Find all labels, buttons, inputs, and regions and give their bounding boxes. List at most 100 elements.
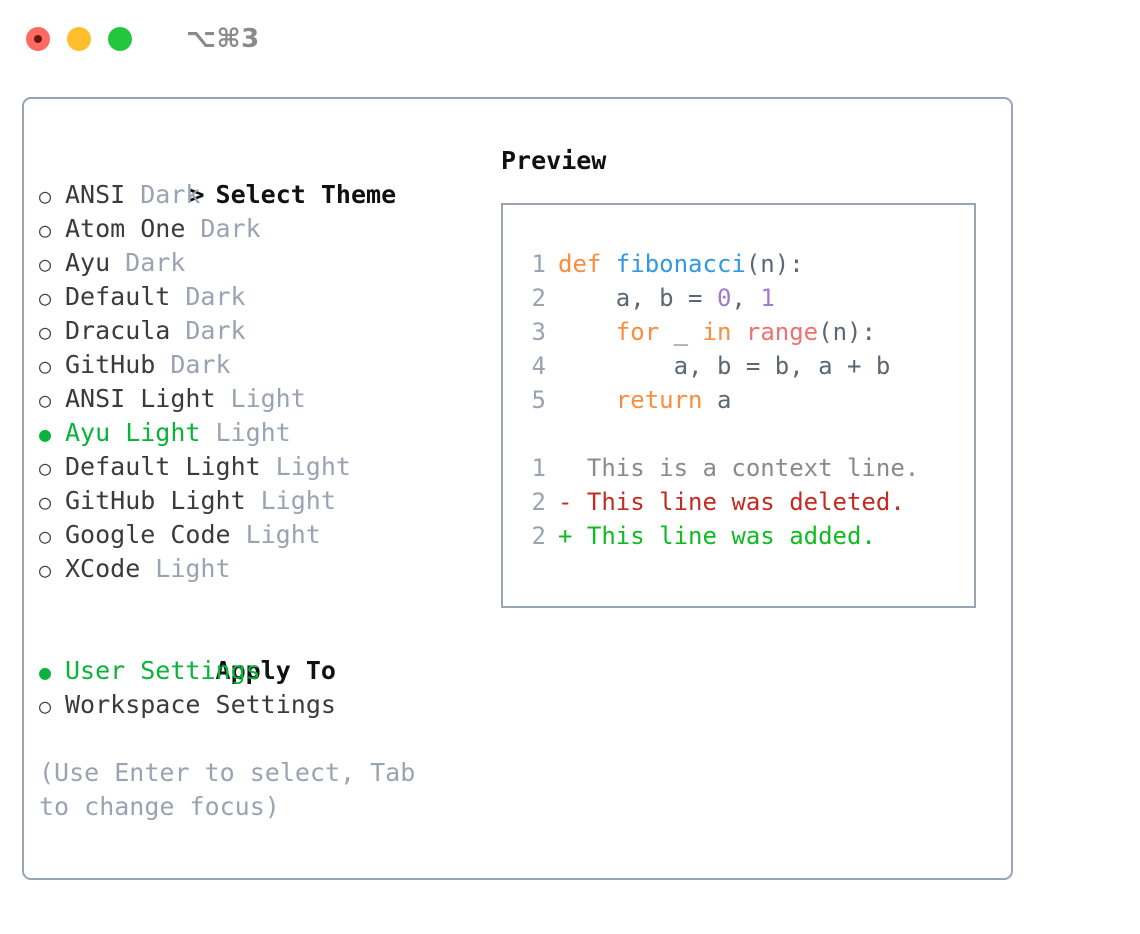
theme-option-github[interactable]: ○ GitHub Dark: [39, 348, 479, 382]
theme-option-ayu-light[interactable]: ● Ayu Light Light: [39, 416, 479, 450]
code-line: 2 a, b = 0, 1: [518, 281, 974, 315]
keyboard-shortcut-label: ⌥⌘3: [186, 24, 260, 54]
diff-line-content: - This line was deleted.: [558, 488, 905, 516]
line-number: 4: [531, 352, 546, 380]
theme-option-ansi[interactable]: ○ ANSI Dark: [39, 178, 479, 212]
code-token-kw: for: [615, 318, 660, 346]
line-number: 1: [531, 250, 546, 278]
radio-unselected-icon: ○: [39, 354, 52, 378]
theme-option-label: ANSI: [65, 180, 126, 209]
code-line-content: return a: [558, 383, 732, 417]
diff-line-del: 2- This line was deleted.: [518, 485, 974, 519]
code-line: 3 for _ in range(n):: [518, 315, 974, 349]
code-blank-line: [518, 417, 974, 451]
code-token-fn: fibonacci: [615, 250, 746, 278]
code-line-content: def fibonacci(n):: [558, 247, 804, 281]
theme-variant-tag: Light: [155, 554, 231, 583]
caret-icon: >: [189, 180, 205, 209]
code-token-kw: in: [702, 318, 732, 346]
theme-option-xcode[interactable]: ○ XCode Light: [39, 552, 479, 586]
diff-sample: 1 This is a context line.2- This line wa…: [518, 451, 974, 553]
radio-unselected-icon: ○: [39, 524, 52, 548]
theme-variant-tag: Light: [245, 520, 321, 549]
code-line-content: a, b = b, a + b: [558, 349, 891, 383]
code-line: 5 return a: [518, 383, 974, 417]
apply-to-heading-label: Apply To: [215, 656, 336, 685]
code-token-plain: a, b = b, a + b: [558, 352, 891, 380]
radio-unselected-icon: ○: [39, 456, 52, 480]
apply-to-option-label: User Settings: [65, 656, 261, 685]
theme-option-atom-one[interactable]: ○ Atom One Dark: [39, 212, 479, 246]
theme-variant-tag: Light: [215, 418, 291, 447]
line-number: 2: [531, 522, 546, 550]
radio-unselected-icon: ○: [39, 694, 52, 718]
radio-unselected-icon: ○: [39, 286, 52, 310]
theme-variant-tag: Dark: [185, 282, 246, 311]
code-token-kw: def: [558, 250, 616, 278]
theme-variant-tag: Light: [275, 452, 351, 481]
theme-option-label: Atom One: [65, 214, 186, 243]
code-token-plain: a, b =: [558, 284, 717, 312]
radio-selected-icon: ●: [39, 660, 52, 684]
theme-variant-tag: Dark: [125, 248, 186, 277]
close-window-button[interactable]: [26, 27, 50, 51]
theme-option-label: GitHub Light: [65, 486, 246, 515]
code-line-content: a, b = 0, 1: [558, 281, 775, 315]
line-number: 1: [531, 454, 546, 482]
select-theme-heading-label: Select Theme: [215, 180, 397, 209]
code-token-builtin: range: [745, 318, 819, 346]
minimize-window-button[interactable]: [67, 27, 91, 51]
radio-unselected-icon: ○: [39, 490, 52, 514]
select-theme-heading: > Select Theme: [39, 144, 479, 209]
code-line: 4 a, b = b, a + b: [518, 349, 974, 383]
code-token-kw: return: [615, 386, 703, 414]
code-token-plain: (n):: [818, 318, 876, 346]
radio-unselected-icon: ○: [39, 218, 52, 242]
radio-unselected-icon: ○: [39, 252, 52, 276]
apply-to-options-list: ● User Settings ○ Workspace Settings: [39, 654, 479, 722]
maximize-window-button[interactable]: [108, 27, 132, 51]
line-number: 3: [531, 318, 546, 346]
code-token-plain: [558, 386, 616, 414]
line-number: 5: [531, 386, 546, 414]
theme-option-default[interactable]: ○ Default Dark: [39, 280, 479, 314]
code-token-plain: (n):: [745, 250, 804, 278]
code-line-content: for _ in range(n):: [558, 315, 876, 349]
apply-to-option-user-settings[interactable]: ● User Settings: [39, 654, 479, 688]
radio-unselected-icon: ○: [39, 558, 52, 582]
theme-option-label: ANSI Light: [65, 384, 216, 413]
code-token-num: 1: [760, 284, 775, 312]
diff-line-ctx: 1 This is a context line.: [518, 451, 974, 485]
radio-unselected-icon: ○: [39, 388, 52, 412]
theme-option-label: Default: [65, 282, 171, 311]
theme-variant-tag: Dark: [170, 350, 231, 379]
theme-variant-tag: Dark: [140, 180, 201, 209]
radio-unselected-icon: ○: [39, 184, 52, 208]
theme-option-label: GitHub: [65, 350, 156, 379]
apply-to-option-workspace-settings[interactable]: ○ Workspace Settings: [39, 688, 479, 722]
theme-option-label: Dracula: [65, 316, 171, 345]
code-line: 1 def fibonacci(n):: [518, 247, 974, 281]
apply-to-option-label: Workspace Settings: [65, 690, 336, 719]
apply-to-heading: >Apply To: [39, 620, 479, 685]
preview-heading: Preview: [501, 146, 607, 175]
theme-option-label: Default Light: [65, 452, 261, 481]
code-token-plain: [731, 318, 745, 346]
theme-option-label: Ayu Light: [65, 418, 201, 447]
section-spacer: [39, 586, 479, 620]
theme-variant-tag: Dark: [185, 316, 246, 345]
theme-option-default-light[interactable]: ○ Default Light Light: [39, 450, 479, 484]
diff-line-content: This is a context line.: [558, 454, 920, 482]
theme-option-label: XCode: [65, 554, 141, 583]
theme-variant-tag: Dark: [200, 214, 261, 243]
radio-selected-icon: ●: [39, 422, 52, 446]
window-controls: [26, 27, 132, 51]
